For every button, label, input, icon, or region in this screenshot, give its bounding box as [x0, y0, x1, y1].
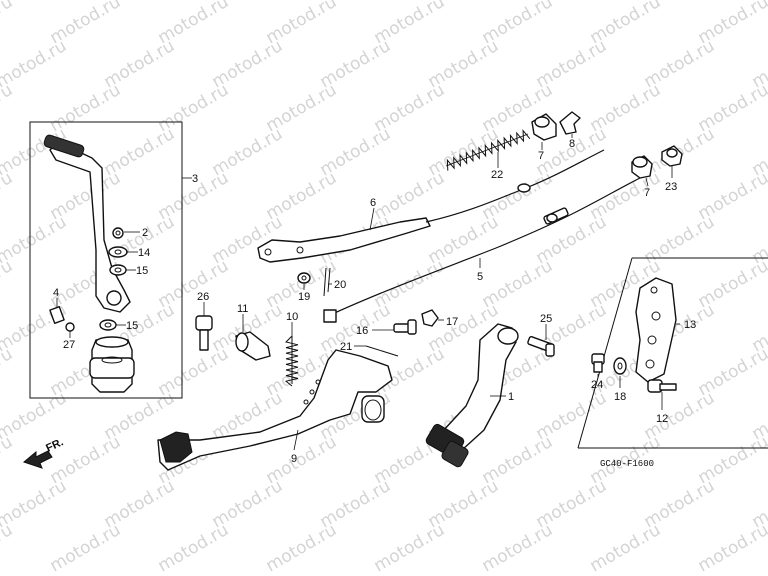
watermark-text: motod.ru [0, 36, 70, 92]
cable-5 [327, 177, 641, 317]
watermark-text: motod.ru [0, 212, 70, 268]
pivot-bolt-12 [647, 379, 677, 393]
leader-lines [56, 134, 680, 451]
watermark-text: motod.ru [0, 0, 16, 48]
brake-pedal-9 [157, 349, 393, 471]
callout-11: 11 [237, 303, 248, 315]
callout-19: 19 [298, 291, 310, 303]
return-spring-10 [284, 335, 299, 387]
bolt-26 [195, 315, 213, 351]
rubber-boot-7b [631, 155, 653, 179]
watermark-text: motod.ru [0, 168, 16, 224]
pin-21 [365, 345, 399, 357]
watermark-text: motod.ru [749, 0, 768, 4]
cable-5-end-left [323, 309, 337, 323]
callout-4: 4 [53, 287, 59, 299]
clip-8 [559, 111, 581, 135]
gear-shift-pedal-1 [425, 323, 519, 468]
watermark-text: motod.ru [0, 256, 16, 312]
cable-end-23 [661, 145, 683, 167]
callout-22: 22 [491, 169, 503, 181]
kick-starter-group-frame [29, 121, 183, 399]
callout-14: 14 [138, 247, 150, 259]
watermark-text: motod.ru [47, 520, 125, 576]
callout-16: 16 [356, 325, 368, 337]
bolt-25 [527, 336, 555, 357]
cotter-pin-20 [323, 267, 331, 297]
pivot-collar-11 [235, 331, 271, 361]
kick-starter-spindle [89, 336, 135, 393]
callout-21: 21 [340, 341, 352, 353]
callout-24: 24 [591, 379, 603, 391]
brake-rod-arm-6 [257, 217, 431, 263]
callout-15b: 15 [126, 320, 138, 332]
snap-ring-2 [112, 227, 124, 239]
callout-10: 10 [286, 311, 298, 323]
rubber-boot-7a [531, 113, 557, 141]
watermark-text: motod.ru [263, 520, 341, 576]
watermark-text: motod.ru [0, 432, 16, 488]
watermark-text: motod.ru [0, 476, 70, 532]
diagram-code: GC40-F1600 [600, 459, 654, 469]
nut-17 [421, 309, 439, 327]
callout-12: 12 [656, 413, 668, 425]
nut-27 [65, 322, 75, 332]
front-arrow-icon [22, 450, 53, 469]
callout-13: 13 [684, 319, 696, 331]
watermark-text: motod.ru [0, 344, 16, 400]
group-divider-diagonal [577, 257, 633, 449]
spring-22-coil [446, 129, 531, 171]
spring-22 [445, 129, 531, 171]
watermark-text: motod.ru [0, 520, 16, 576]
washer-15b [99, 319, 117, 331]
washer-15a [109, 264, 127, 276]
callout-1: 1 [508, 391, 514, 403]
bolt-4 [49, 306, 65, 324]
bracket-plate-13 [635, 277, 677, 383]
callout-17: 17 [446, 316, 458, 328]
washer-18 [613, 357, 627, 375]
callout-labels: 3 2 14 15 15 4 27 6 5 22 7 8 7 23 19 20 … [53, 138, 696, 465]
callout-20: 20 [334, 279, 346, 291]
kick-pedal-rubber [43, 134, 85, 158]
callout-25: 25 [540, 313, 552, 325]
washer-14 [108, 246, 128, 258]
cable-fitting-6 [517, 183, 531, 193]
callout-2: 2 [142, 227, 148, 239]
watermark-text: motod.ru [695, 520, 768, 576]
bolt-16 [393, 319, 417, 335]
callout-3: 3 [192, 173, 198, 185]
callout-6: 6 [370, 197, 376, 209]
watermark-text: motod.ru [155, 520, 233, 576]
watermark-text: motod.ru [479, 520, 557, 576]
callout-27: 27 [63, 339, 75, 351]
callout-9: 9 [291, 453, 297, 465]
callout-15a: 15 [136, 265, 148, 277]
front-label: FR. [44, 436, 65, 454]
cable-5-adjuster [543, 207, 569, 225]
callout-18: 18 [614, 391, 626, 403]
callout-7b: 7 [644, 187, 650, 199]
watermark-text: motod.ru [587, 520, 665, 576]
callout-5: 5 [477, 271, 483, 283]
bolt-24 [591, 353, 605, 373]
watermark-text: motod.ru [371, 520, 449, 576]
spring-10-coil [284, 335, 299, 387]
callout-23: 23 [665, 181, 677, 193]
washer-19 [297, 272, 311, 284]
callout-8: 8 [569, 138, 575, 150]
watermark-text: motod.ru [0, 80, 16, 136]
callout-26: 26 [197, 291, 209, 303]
callout-7a: 7 [538, 150, 544, 162]
